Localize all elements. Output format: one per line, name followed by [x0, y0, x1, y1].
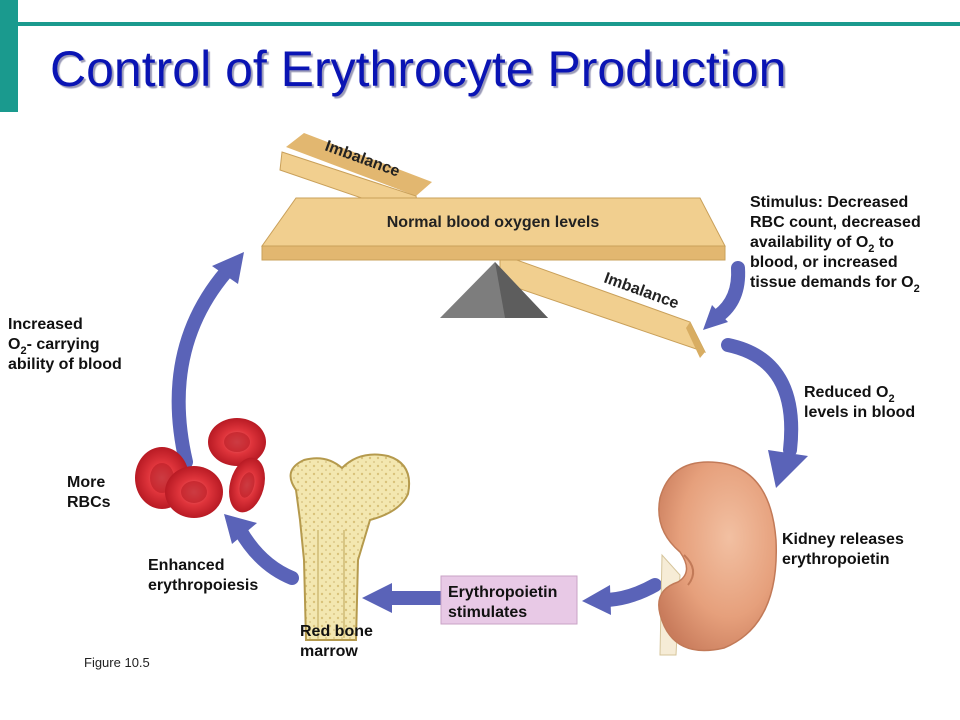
arrow-kidney-to-epo [582, 578, 662, 615]
marrow-line-2: marrow [300, 643, 358, 660]
kidney-illustration [658, 461, 777, 656]
top-rule [18, 22, 960, 26]
stimulus-line-1: Stimulus: Decreased [750, 194, 908, 211]
more-rbcs-line-1: More [67, 474, 105, 491]
arrow-to-kidney [721, 338, 808, 488]
reduced-line-2: levels in blood [804, 404, 915, 421]
more-rbcs-line-2: RBCs [67, 494, 111, 511]
stimulus-text: Stimulus: Decreased RBC count, decreased… [750, 194, 921, 295]
bone-illustration [289, 453, 410, 641]
rbc-cell [165, 466, 223, 518]
more-rbcs-text: More RBCs [67, 474, 111, 511]
increased-capacity-text: Increased O2- carrying ability of blood [8, 316, 122, 373]
rbc-cell [208, 418, 266, 466]
arrow-epo-to-marrow [362, 583, 447, 613]
marrow-text: Red bone marrow [300, 623, 373, 660]
arrow-stimulus-to-imbalance [703, 261, 746, 330]
arrow-rbcs-to-balance [171, 252, 244, 469]
arrow-marrow-to-rbcs [224, 514, 299, 585]
reduced-line-1: Reduced O2 [804, 384, 895, 405]
increased-line-1: Increased [8, 316, 83, 333]
kidney-line-2: erythropoietin [782, 551, 890, 568]
stimulus-line-5: tissue demands for O2 [750, 274, 920, 295]
enhanced-text: Enhanced erythropoiesis [148, 557, 258, 594]
accent-bar [0, 0, 18, 112]
stimulus-line-3: availability of O2 to [750, 234, 894, 255]
stimulus-line-2: RBC count, decreased [750, 214, 921, 231]
increased-line-2: O2- carrying [8, 336, 100, 357]
epo-text: Erythropoietin stimulates [448, 584, 557, 621]
epo-line-1: Erythropoietin [448, 584, 557, 601]
balance-scale [261, 133, 726, 358]
marrow-line-1: Red bone [300, 623, 373, 640]
normal-oxygen-label: Normal blood oxygen levels [387, 214, 600, 231]
plank-edge [286, 133, 432, 196]
enhanced-line-2: erythropoiesis [148, 577, 258, 594]
enhanced-line-1: Enhanced [148, 557, 224, 574]
increased-line-3: ability of blood [8, 356, 122, 373]
red-blood-cells [135, 418, 266, 518]
stimulus-line-4: blood, or increased [750, 254, 898, 271]
slide-title: Control of Erythrocyte Production [50, 41, 787, 97]
reduced-oxygen-text: Reduced O2 levels in blood [804, 384, 915, 421]
epo-box [440, 575, 578, 625]
kidney-line-1: Kidney releases [782, 531, 904, 548]
epo-line-2: stimulates [448, 604, 527, 621]
rbc-cell [229, 457, 265, 513]
figure-label: Figure 10.5 [84, 655, 150, 670]
kidney-text: Kidney releases erythropoietin [782, 531, 904, 568]
